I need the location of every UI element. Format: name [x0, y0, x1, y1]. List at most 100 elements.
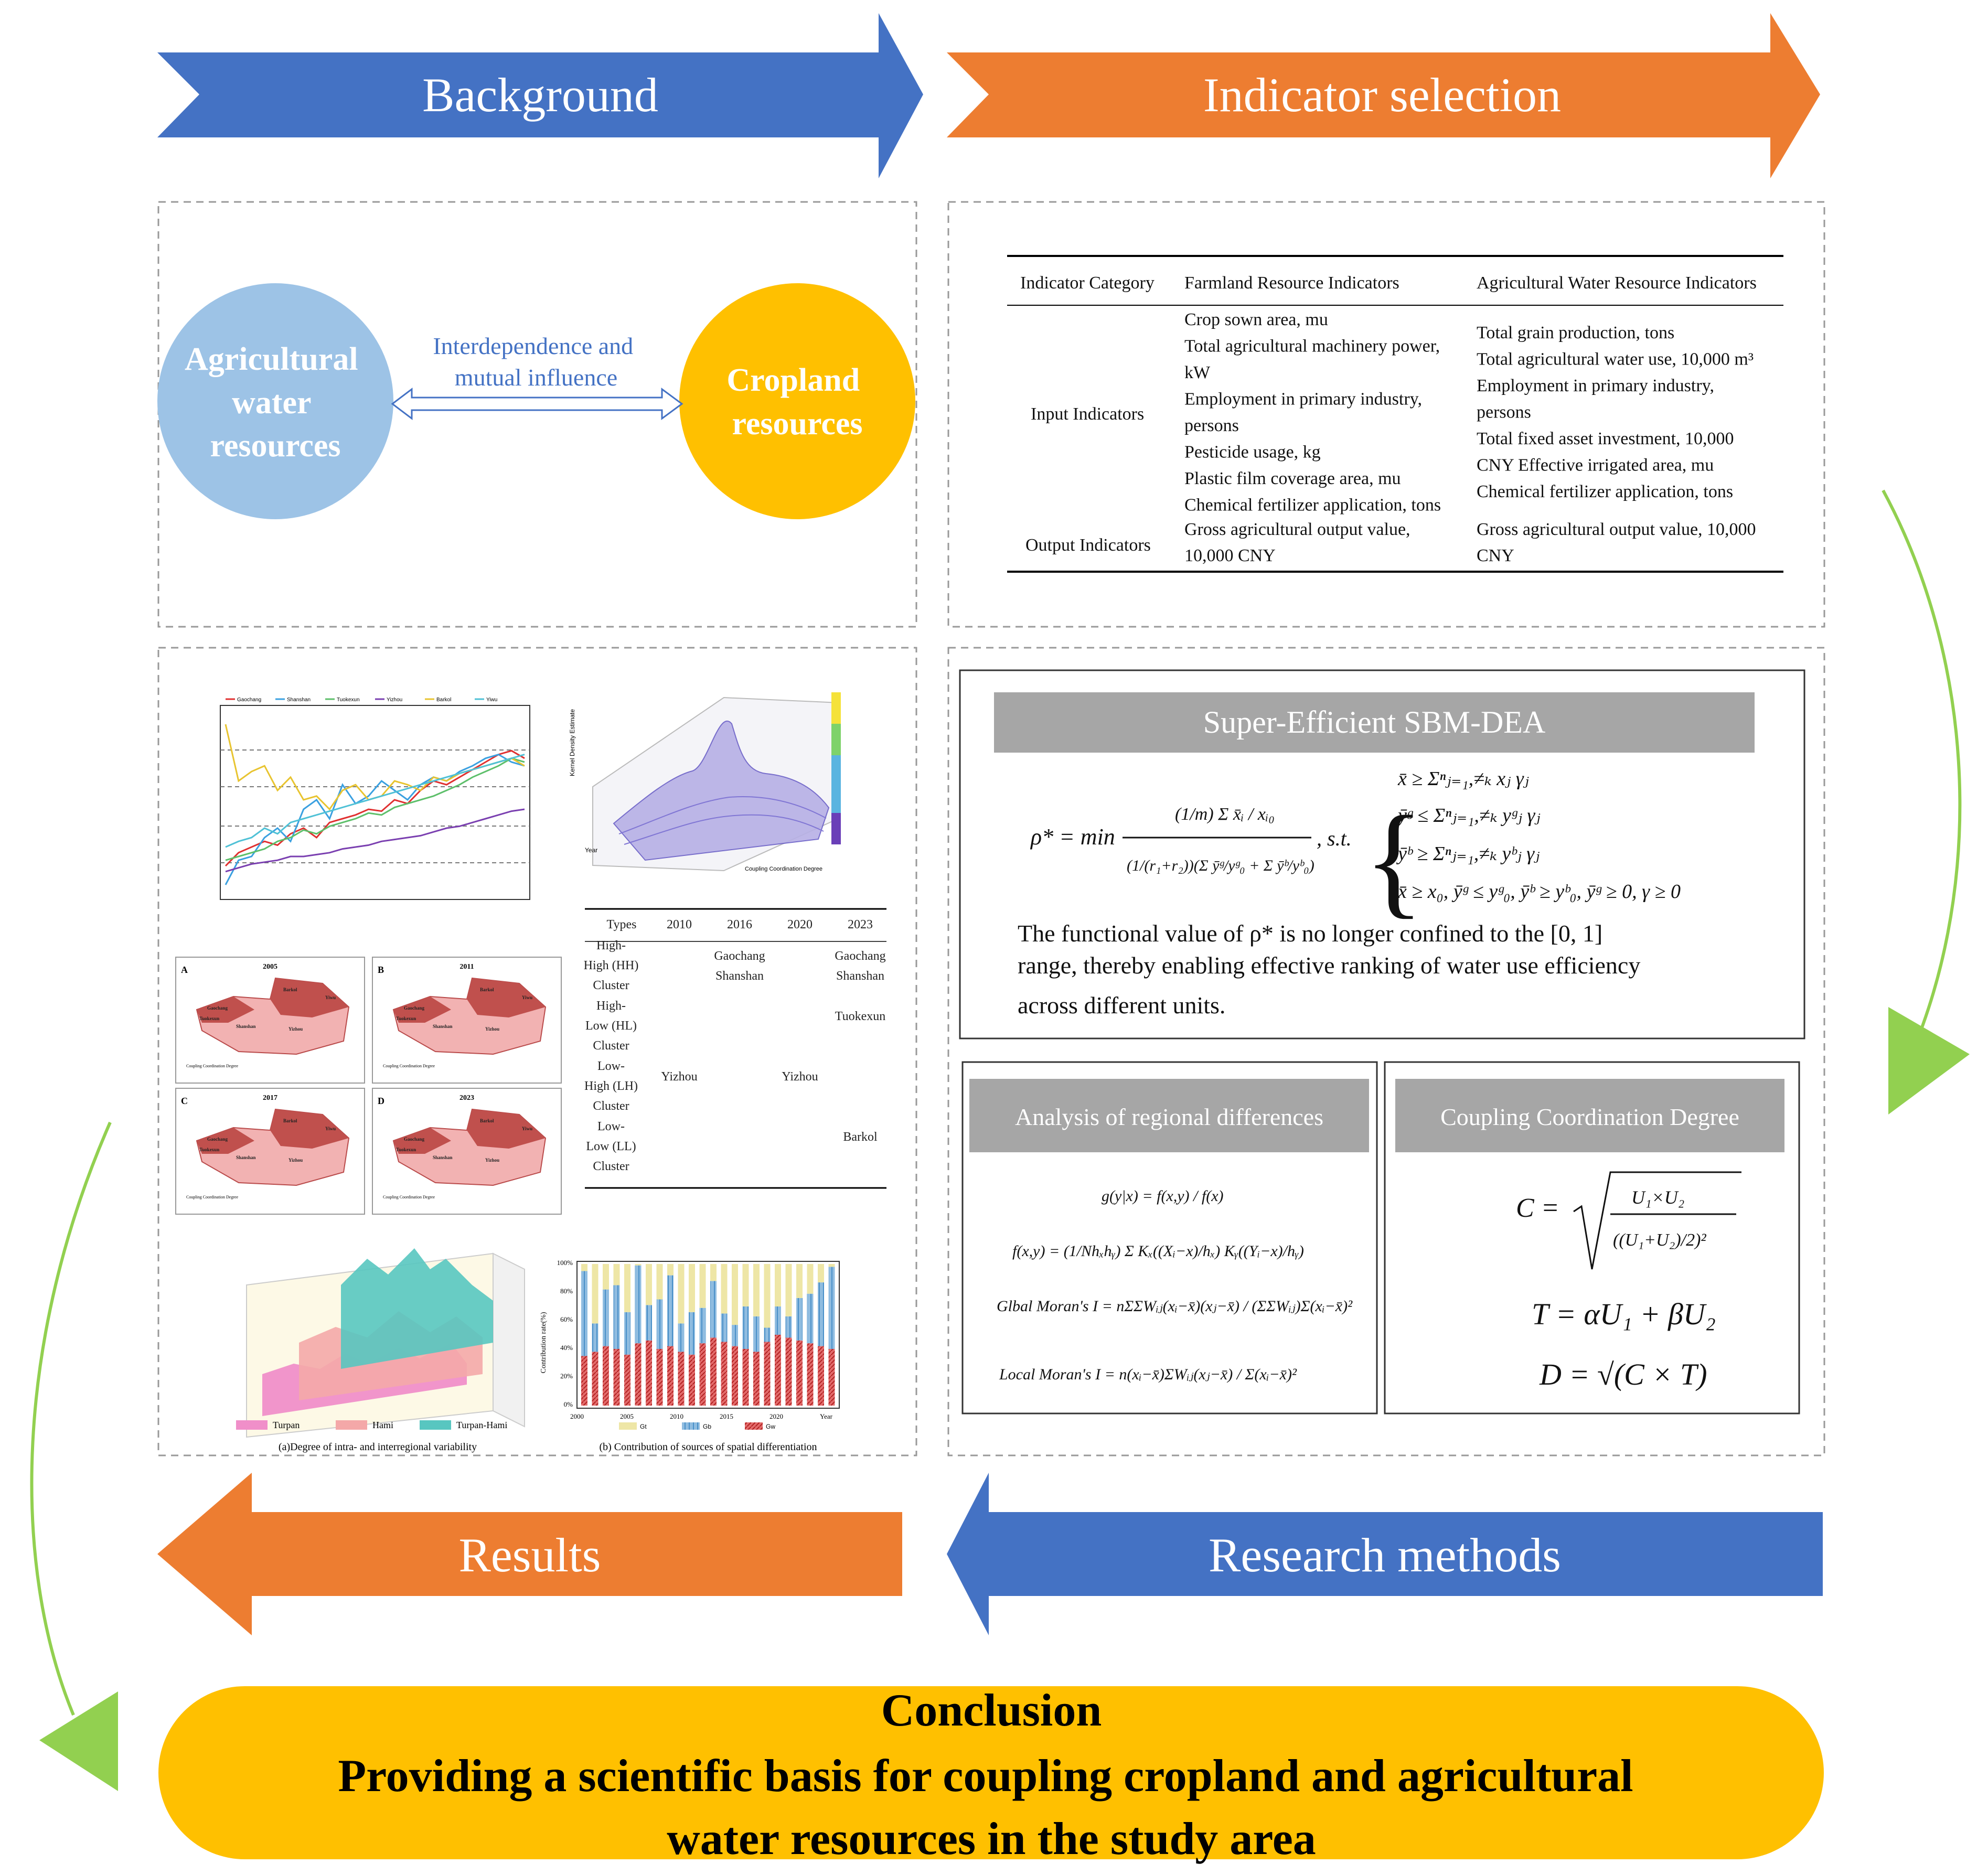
stack-gt: [603, 1264, 609, 1290]
stack-gw: [635, 1343, 642, 1406]
indicator-item: CNY: [1477, 546, 1514, 565]
relation-label: Interdependence and mutual influence: [433, 333, 639, 391]
lisa-header: Types: [607, 918, 637, 931]
indicator-item: Gross agricultural output value, 10,000: [1477, 520, 1756, 539]
stack-gb: [624, 1312, 630, 1355]
kernel-density-surface: Kernel Density Estimate Year Coupling Co…: [569, 692, 841, 872]
map-place-label: Gaochang: [207, 1005, 228, 1011]
lisa-cell: Tuokexun: [835, 1010, 885, 1023]
indicator-selection-arrow-label: Indicator selection: [1203, 68, 1561, 122]
stack-gw: [678, 1352, 685, 1406]
coupling-title: Coupling Coordination Degree: [1440, 1103, 1739, 1130]
stack-ylabel: Contribution rate(%): [540, 1312, 548, 1373]
stack-legend-swatch: [619, 1422, 637, 1430]
stack-gt: [775, 1264, 781, 1306]
svg-text:U₁×U₂: U₁×U₂: [1631, 1187, 1684, 1208]
legend-label: Yiwu: [486, 697, 497, 703]
stack-gb: [775, 1306, 781, 1335]
stack-gt: [796, 1264, 803, 1298]
indicator-item: Pesticide usage, kg: [1184, 443, 1321, 462]
stack-gw: [828, 1349, 835, 1406]
stack-gb: [603, 1289, 609, 1346]
bar3d-legend-swatch: [236, 1420, 268, 1430]
series-line: [225, 754, 525, 848]
series-line: [225, 753, 525, 885]
output-indicators-label: Output Indicators: [1025, 535, 1151, 555]
lisa-type: Cluster: [593, 979, 629, 992]
stack-caption: (b) Contribution of sources of spatial d…: [599, 1441, 817, 1453]
stack-xtick: 2020: [769, 1412, 783, 1420]
conclusion-pill: [158, 1686, 1824, 1859]
svg-text:C =: C =: [1516, 1193, 1559, 1223]
kernel-year-label: Year: [585, 847, 597, 854]
coupling-formulas: C = U₁×U₂ ((U₁+U₂)/2)² T = αU₁ + βU₂ D =…: [1516, 1171, 1741, 1391]
indicator-item: Total agricultural water use, 10,000 m³: [1477, 350, 1754, 369]
lisa-cell: Gaochang: [714, 949, 765, 963]
stack-gb: [742, 1306, 749, 1349]
background-arrow-label: Background: [422, 68, 658, 122]
stack-gt: [742, 1264, 749, 1306]
stack-gw: [656, 1349, 663, 1406]
legend-label: Shanshan: [287, 697, 311, 703]
kernel-x-label: Coupling Coordination Degree: [745, 866, 822, 872]
indicator-item: Employment in primary industry,: [1477, 376, 1714, 395]
methods-panel: [947, 647, 1825, 1456]
stack-gt: [828, 1264, 835, 1267]
cropland-circle: [679, 283, 915, 519]
lisa-type: Cluster: [593, 1160, 629, 1173]
indicator-item: Gross agricultural output value,: [1184, 520, 1410, 539]
bar3d-caption: (a)Degree of intra- and interregional va…: [279, 1441, 477, 1453]
stack-gw: [592, 1352, 598, 1406]
lisa-type: Low-: [597, 1120, 625, 1133]
lisa-type: High-: [596, 999, 626, 1013]
stack-gt: [699, 1264, 706, 1308]
stack-gw: [624, 1354, 630, 1406]
svg-text:{: {: [1364, 790, 1424, 929]
map-region-gaochang: [393, 1128, 451, 1154]
stack-gb: [710, 1281, 717, 1338]
stack-gb: [699, 1308, 706, 1344]
indicator-item: 10,000 CNY: [1184, 546, 1276, 565]
bar3d-legend-swatch: [336, 1420, 367, 1430]
stack-gt: [807, 1264, 814, 1294]
indicator-selection-arrow: [947, 13, 1820, 178]
stack-xtick: 2000: [570, 1412, 584, 1420]
stack-ytick: 20%: [560, 1372, 573, 1380]
svg-text:((U₁+U₂)/2)²: ((U₁+U₂)/2)²: [1613, 1230, 1706, 1250]
stack-gb: [764, 1327, 771, 1342]
stack-gw: [775, 1335, 781, 1406]
map-region-barkol: [467, 1109, 546, 1149]
stack-gb: [732, 1325, 738, 1346]
line-chart-series: [225, 724, 525, 885]
regional-title-bar: [969, 1079, 1369, 1152]
svg-text:ȳᵇ ≥ Σⁿⱼ₌₁,≠ₖ yᵇⱼ γⱼ: ȳᵇ ≥ Σⁿⱼ₌₁,≠ₖ yᵇⱼ γⱼ: [1396, 843, 1540, 865]
stack-gt: [721, 1264, 728, 1314]
svg-text:Glbal Moran's I = nΣΣWᵢⱼ(xᵢ−x̄: Glbal Moran's I = nΣΣWᵢⱼ(xᵢ−x̄)(xⱼ−x̄) /…: [997, 1298, 1353, 1315]
lisa-header: 2010: [667, 918, 692, 931]
map-place-label: Gaochang: [207, 1137, 228, 1142]
left-flow-curve: [30, 1121, 112, 1716]
stack-gb: [667, 1275, 674, 1346]
map-place-label: Gaochang: [404, 1005, 425, 1011]
research-methods-arrow-label: Research methods: [1209, 1528, 1561, 1582]
map-region-barkol: [467, 978, 546, 1017]
map-place-label: Barkol: [480, 987, 494, 992]
indicator-item: Employment in primary industry,: [1184, 390, 1422, 409]
indicator-panel: [947, 201, 1825, 628]
series-line: [225, 757, 525, 861]
svg-text:x̄ ≥ Σⁿⱼ₌₁,≠ₖ xⱼ γⱼ: x̄ ≥ Σⁿⱼ₌₁,≠ₖ xⱼ γⱼ: [1397, 768, 1529, 790]
stack-gb: [785, 1316, 792, 1338]
stack-gb: [678, 1323, 685, 1352]
svg-text:(1/m) Σ x̄ᵢ / xᵢ₀: (1/m) Σ x̄ᵢ / xᵢ₀: [1175, 805, 1275, 824]
bar3d-legend-label: Turpan: [273, 1420, 300, 1430]
stack-gt: [592, 1264, 598, 1324]
indicator-item: Total grain production, tons: [1477, 323, 1674, 342]
map-year: 2005: [263, 963, 277, 971]
svg-text:D = √(C × T): D = √(C × T): [1539, 1357, 1707, 1391]
map-year: 2023: [459, 1094, 474, 1102]
